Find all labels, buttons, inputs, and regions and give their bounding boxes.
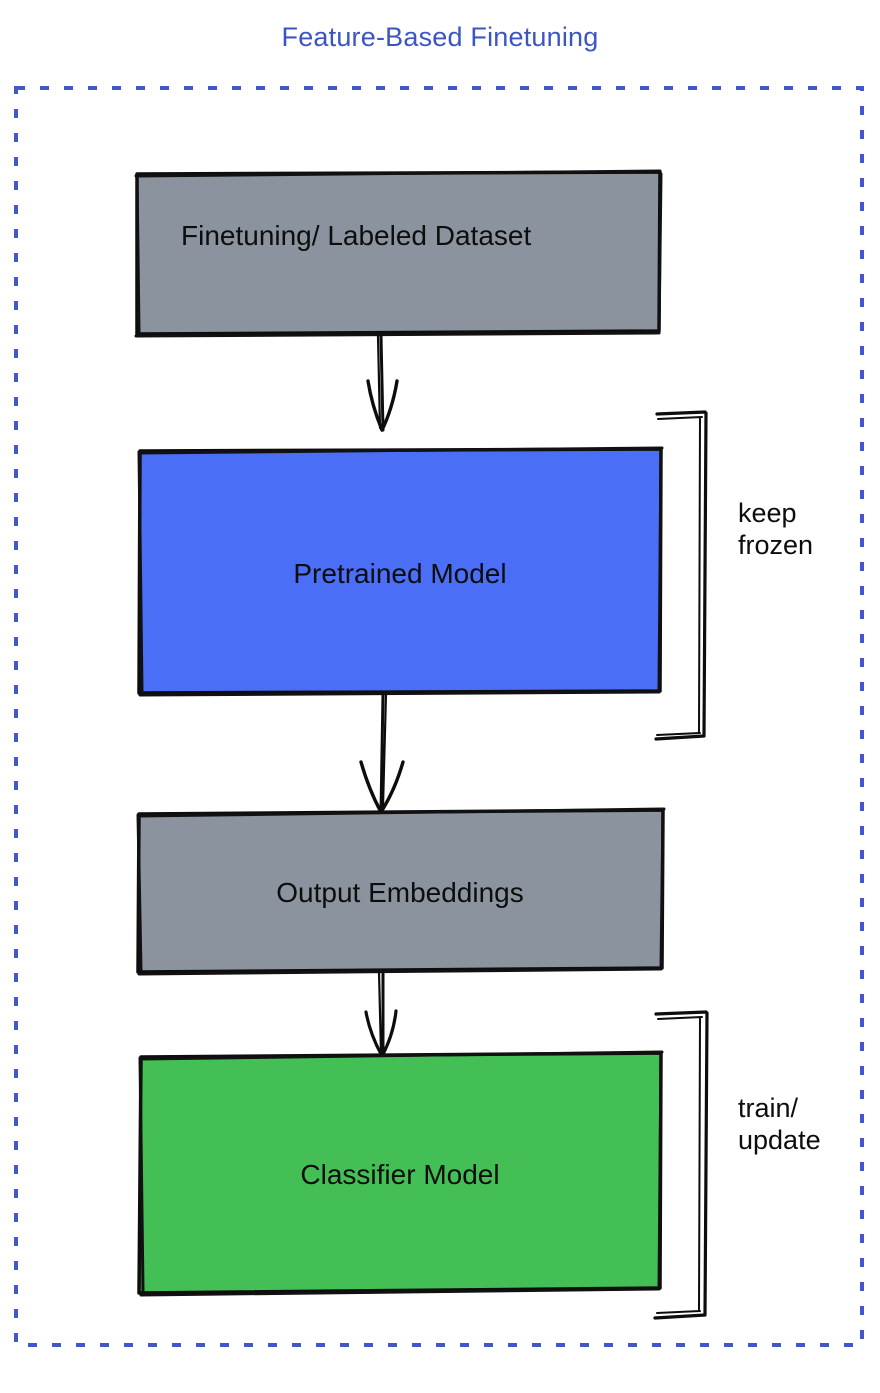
dashed-container-border xyxy=(14,86,864,1347)
node-pretrained-sketch-stroke xyxy=(137,446,664,697)
node-dataset-shape xyxy=(135,170,662,336)
annotation-keep-frozen: keep frozen xyxy=(738,498,814,560)
arrow-embeddings-to-classifier xyxy=(364,970,398,1058)
arrow-dataset-to-pretrained xyxy=(366,334,399,432)
node-output-embeddings-label: Output Embeddings xyxy=(276,877,524,908)
arrow-pretrained-to-embeddings xyxy=(359,692,405,814)
page-title: Feature-Based Finetuning xyxy=(281,22,599,52)
annotation-train-update: train/ update xyxy=(738,1093,821,1155)
node-classifier-model-label: Classifier Model xyxy=(300,1159,500,1190)
node-pretrained-model-label: Pretrained Model xyxy=(293,558,507,589)
bracket-keep-frozen xyxy=(654,410,708,741)
bracket-train-update xyxy=(653,1010,709,1320)
node-classifier-model[interactable] xyxy=(137,1050,664,1297)
node-embeddings-sketch-stroke xyxy=(136,807,666,976)
node-classifier-sketch-stroke xyxy=(138,1050,664,1297)
node-pretrained-model[interactable] xyxy=(137,446,664,697)
node-dataset[interactable] xyxy=(134,169,663,338)
node-dataset-sketch-stroke xyxy=(134,169,663,338)
node-output-embeddings[interactable] xyxy=(136,807,666,976)
node-dataset-label: Finetuning/ Labeled Dataset xyxy=(181,220,532,251)
